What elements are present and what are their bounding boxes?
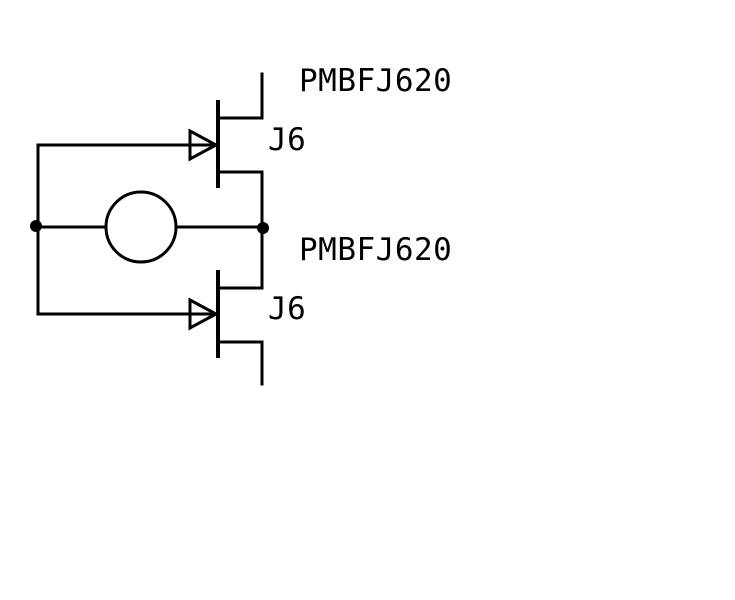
bottom-jfet-part-number: PMBFJ620 xyxy=(299,232,452,268)
bottom-jfet-designator: J6 xyxy=(268,291,306,327)
left-junction-dot xyxy=(30,220,42,232)
right-junction-dot xyxy=(257,222,269,234)
interconnect xyxy=(30,143,269,316)
top-jfet: PMBFJ620 J6 xyxy=(36,63,452,188)
source-symbol xyxy=(104,190,178,264)
top-jfet-designator: J6 xyxy=(268,122,306,158)
top-jfet-part-number: PMBFJ620 xyxy=(299,63,452,99)
bottom-jfet: PMBFJ620 J6 xyxy=(36,232,452,386)
